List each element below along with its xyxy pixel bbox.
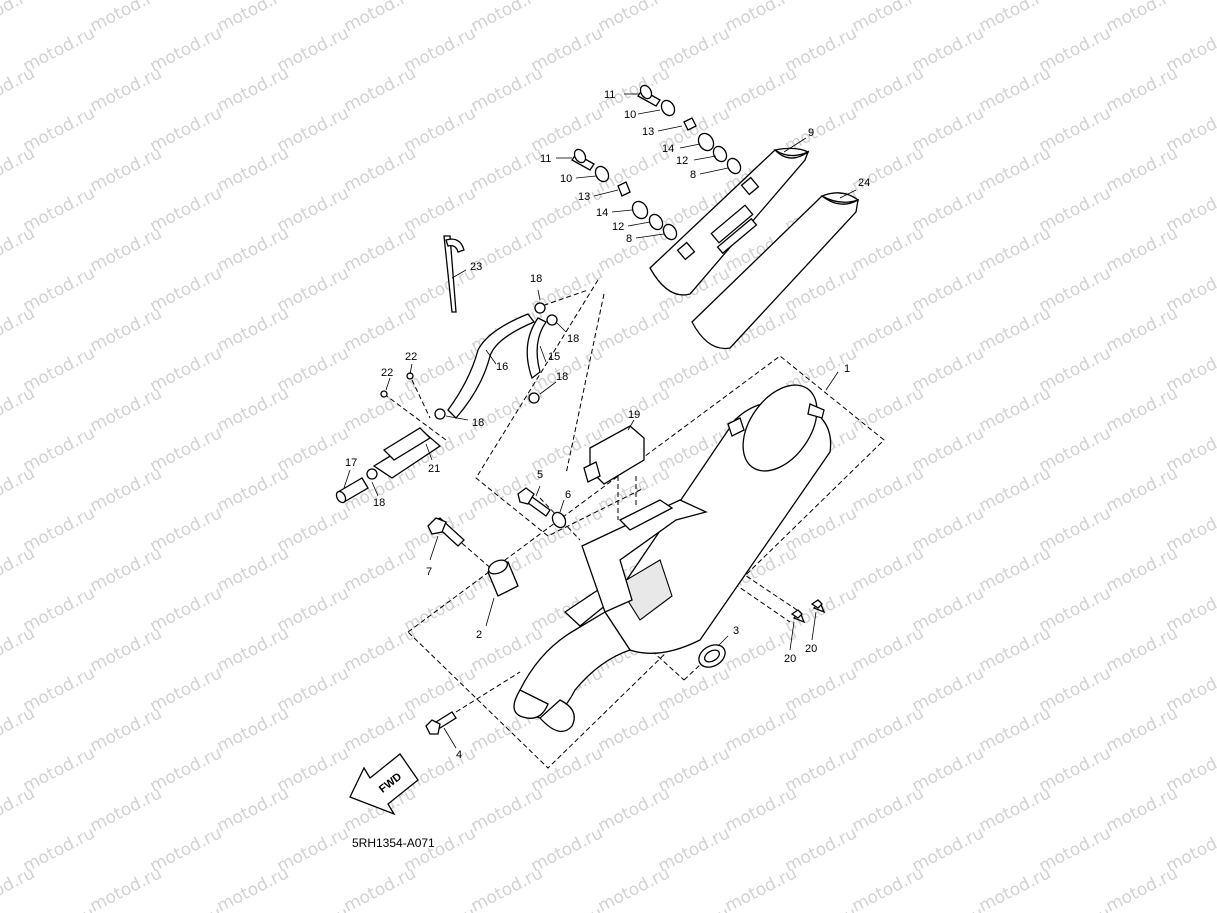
callout-6: 6 — [565, 489, 571, 501]
bolt-5 — [517, 487, 551, 517]
callout-12-lower: 12 — [612, 221, 624, 233]
valve-19 — [583, 425, 645, 485]
clamps-18 — [366, 302, 558, 480]
callout-18-e: 18 — [373, 497, 385, 509]
callout-15: 15 — [548, 351, 560, 363]
callout-11-upper: 11 — [604, 89, 615, 101]
muffler-1 — [513, 384, 832, 733]
callout-5: 5 — [537, 469, 543, 481]
callout-11-lower: 11 — [540, 153, 551, 165]
callout-1: 1 — [844, 363, 850, 375]
callout-18-b: 18 — [567, 333, 579, 345]
hose-16 — [447, 313, 536, 419]
callout-18-c: 18 — [556, 371, 568, 383]
callout-14-upper: 14 — [662, 143, 674, 155]
bolt-4 — [425, 711, 457, 735]
callout-14-lower: 14 — [596, 207, 608, 219]
fwd-arrow: FWD — [349, 753, 419, 816]
callout-2: 2 — [476, 629, 482, 641]
callout-22-lower: 22 — [381, 367, 393, 379]
callout-13-lower: 13 — [578, 191, 590, 203]
callout-3: 3 — [733, 625, 739, 637]
callout-18-d: 18 — [472, 417, 484, 429]
fastener-stack-lower — [571, 148, 678, 241]
gasket-3 — [698, 644, 726, 668]
band-23 — [443, 235, 465, 313]
callout-8-upper: 8 — [690, 169, 696, 181]
callout-21: 21 — [428, 463, 440, 475]
screws-22 — [380, 372, 414, 398]
callout-labels: 1 2 3 4 5 6 7 8 8 9 10 10 11 11 12 12 13… — [345, 89, 870, 761]
bolts-20 — [790, 599, 826, 624]
drawing-code: 5RH1354-A071 — [352, 836, 435, 850]
callout-23: 23 — [470, 261, 482, 273]
callout-12-upper: 12 — [676, 155, 688, 167]
fastener-stack-upper — [637, 84, 742, 175]
callout-22-upper: 22 — [405, 351, 417, 363]
heat-shield-9 — [649, 147, 810, 296]
hose-15 — [526, 317, 547, 380]
callout-20-left: 20 — [784, 653, 796, 665]
bolt-7 — [427, 517, 465, 547]
callout-10-lower: 10 — [560, 173, 572, 185]
callout-4: 4 — [456, 749, 462, 761]
heat-shield-24 — [691, 192, 860, 350]
callout-10-upper: 10 — [624, 109, 636, 121]
callout-7: 7 — [426, 566, 432, 578]
callout-9: 9 — [808, 127, 814, 139]
callout-19: 19 — [628, 409, 640, 421]
callout-16: 16 — [496, 361, 508, 373]
callout-8-lower: 8 — [626, 233, 632, 245]
callout-24: 24 — [858, 177, 870, 189]
hose-17 — [335, 477, 369, 504]
leader-lines — [343, 93, 857, 749]
callout-18-a: 18 — [530, 273, 542, 285]
callout-13-upper: 13 — [642, 126, 654, 138]
callout-17: 17 — [345, 457, 357, 469]
collar-2 — [487, 559, 519, 597]
callout-20-right: 20 — [805, 643, 817, 655]
washer-6 — [551, 511, 567, 529]
reed-valve-21 — [372, 427, 442, 479]
